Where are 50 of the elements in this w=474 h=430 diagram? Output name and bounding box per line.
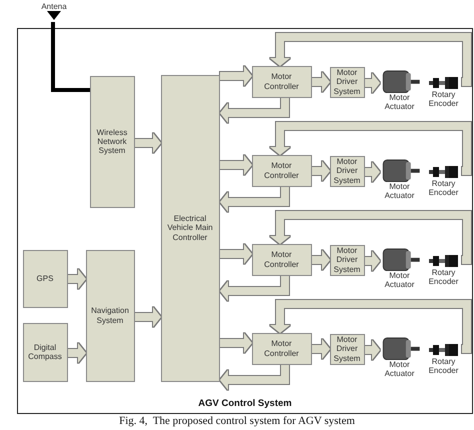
block-box: Motor Driver System xyxy=(330,334,364,364)
block-arrow xyxy=(312,72,330,92)
block-arrow xyxy=(312,161,330,181)
block-arrow xyxy=(220,155,252,175)
block-box: Motor Controller xyxy=(252,332,312,364)
block-arrow xyxy=(135,307,161,327)
antenna-cable xyxy=(51,22,90,92)
system-label: AGV Control System xyxy=(197,398,293,409)
block-arrow xyxy=(220,276,289,301)
block-box: Motor Controller xyxy=(252,66,312,98)
block-box: Motor Controller xyxy=(252,244,312,276)
block-arrow xyxy=(135,133,161,153)
block-arrow xyxy=(68,269,86,289)
block-arrow xyxy=(365,251,380,271)
block-arrow xyxy=(365,340,380,360)
block-box: Motor Driver System xyxy=(330,156,364,186)
motor-label: Motor Actuator xyxy=(384,271,416,290)
figure-caption: Fig. 4, The proposed control system for AGV system xyxy=(118,415,356,427)
motor-label: Motor Actuator xyxy=(384,93,416,112)
encoder-label: Rotary Encoder xyxy=(428,178,460,197)
system-boundary-box xyxy=(17,28,473,414)
encoder-label: Rotary Encoder xyxy=(428,268,460,286)
antenna-label: Antena xyxy=(41,2,67,12)
block-arrow xyxy=(220,244,252,264)
block-arrow xyxy=(220,187,289,212)
block-arrow xyxy=(270,211,471,264)
block-box: Motor Driver System xyxy=(330,244,364,276)
encoder-label: Rotary Encoder xyxy=(428,90,460,108)
block-box: Motor Controller xyxy=(252,154,312,186)
block-arrow xyxy=(220,66,252,86)
block-arrow xyxy=(220,98,289,123)
block-box: Wireless Network System xyxy=(90,76,134,208)
block-box: Digital Compass xyxy=(22,322,68,382)
block-arrow xyxy=(68,343,86,363)
block-arrow xyxy=(365,73,380,93)
block-arrow xyxy=(312,250,330,270)
block-box: Electrical Vehicle Main Controller xyxy=(160,74,220,382)
block-box: Navigation System xyxy=(86,250,134,382)
motor-label: Motor Actuator xyxy=(384,182,416,200)
block-arrow xyxy=(312,339,330,359)
encoder-label: Rotary Encoder xyxy=(428,356,460,375)
block-box: GPS xyxy=(22,250,68,308)
block-arrow xyxy=(220,365,289,390)
block-arrow xyxy=(270,300,471,353)
block-arrow xyxy=(220,333,252,353)
block-arrow xyxy=(365,162,380,182)
block-box: Motor Driver System xyxy=(330,66,364,98)
motor-label: Motor Actuator xyxy=(384,360,416,378)
block-arrow xyxy=(270,33,471,86)
block-arrow xyxy=(270,122,471,175)
